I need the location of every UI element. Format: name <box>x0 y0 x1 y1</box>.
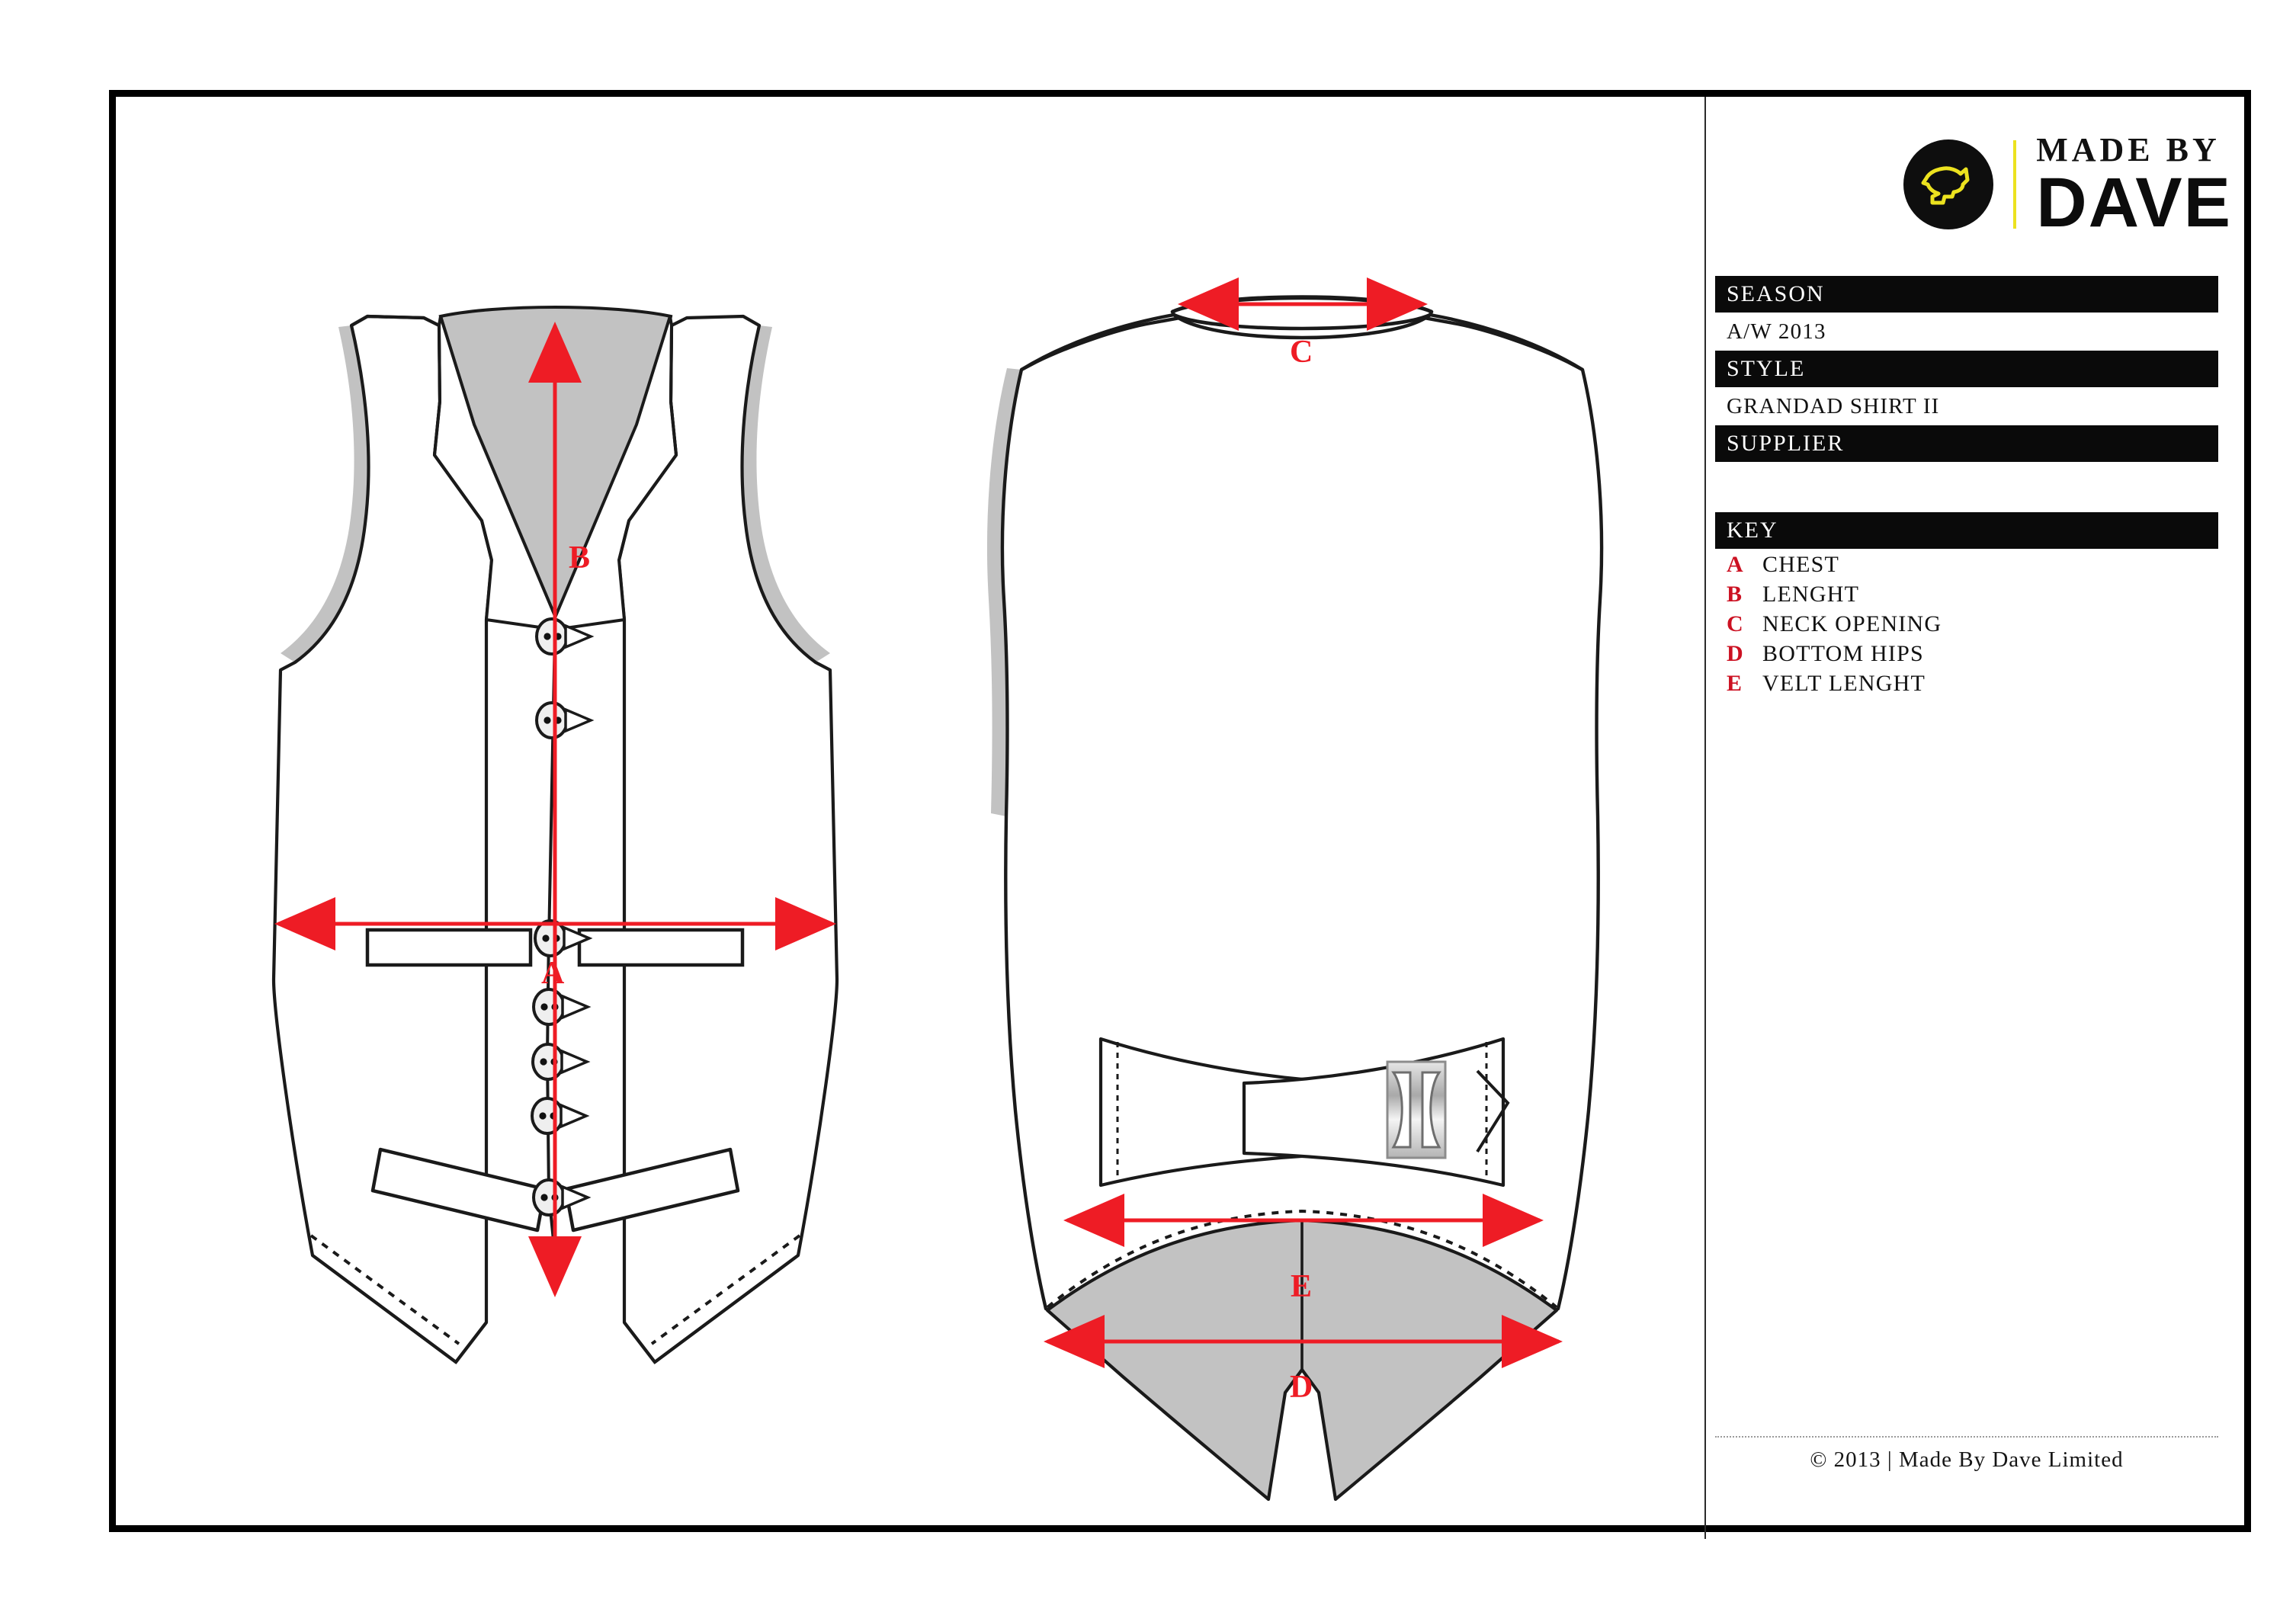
key-row-a: A CHEST <box>1715 552 2218 582</box>
key-label-a: CHEST <box>1762 552 1840 577</box>
measure-label-a: A <box>541 956 565 991</box>
copyright-footer: © 2013 | Made By Dave Limited <box>1810 1447 2124 1472</box>
dog-head-logo-icon <box>1903 139 1994 229</box>
key-letter-e: E <box>1727 671 1743 696</box>
key-letter-b: B <box>1727 582 1743 607</box>
brand-line-1: MADE BY <box>2036 130 2221 168</box>
front-right-collar-seam <box>669 325 678 456</box>
front-left-hem-stitch <box>309 1234 460 1345</box>
back-right-shoulder-seam <box>1429 313 1584 371</box>
key-label-b: LENGHT <box>1762 582 1860 607</box>
key-header: KEY <box>1715 512 2218 549</box>
season-value: A/W 2013 <box>1715 316 2218 348</box>
button-4 <box>532 988 592 1026</box>
front-right-lapel-notch <box>617 454 678 561</box>
season-header: SEASON <box>1715 276 2218 313</box>
garment-technical-flat-svg: B A <box>116 234 1604 1502</box>
front-right-armhole-shade <box>742 325 830 662</box>
front-view-group: B A <box>116 234 839 1364</box>
footer-divider <box>1715 1436 2218 1438</box>
supplier-header: SUPPLIER <box>1715 425 2218 462</box>
brand-line-2: DAVE <box>2036 163 2232 242</box>
style-header: STYLE <box>1715 351 2218 387</box>
front-body-silhouette <box>271 314 494 1364</box>
back-belt-buckle <box>1386 1060 1447 1159</box>
key-letter-c: C <box>1727 611 1744 636</box>
key-row-c: C NECK OPENING <box>1715 611 2218 641</box>
back-left-armhole-shade <box>986 368 1021 816</box>
key-row-d: D BOTTOM HIPS <box>1715 641 2218 671</box>
front-left-collar-seam <box>433 325 442 456</box>
front-right-hem <box>623 1254 800 1364</box>
brand-wordmark: MADE BY DAVE <box>2036 130 2232 242</box>
measure-label-e: E <box>1291 1269 1312 1304</box>
front-left-hem <box>311 1254 488 1364</box>
back-body-silhouette <box>1000 309 1604 1367</box>
measure-label-c: C <box>1290 335 1313 370</box>
front-right-chest-welt-pocket <box>577 928 745 967</box>
button-2 <box>535 701 595 739</box>
front-shoulder-neck <box>350 314 440 327</box>
logo-accent-divider <box>2013 140 2017 229</box>
key-label-e: VELT LENGHT <box>1762 671 1926 696</box>
supplier-value[interactable] <box>1715 465 2218 497</box>
key-row-b: B LENGHT <box>1715 582 2218 611</box>
key-list: A CHEST B LENGHT C NECK OPENING D BOTTOM… <box>1715 552 2218 700</box>
front-right-hem-stitch <box>650 1234 801 1345</box>
front-body-silhouette-right <box>617 314 839 1364</box>
back-belt-tongue <box>1476 1069 1510 1153</box>
key-letter-a: A <box>1727 552 1744 577</box>
style-value: GRANDAD SHIRT II <box>1715 390 2218 422</box>
front-left-lapel-notch <box>433 454 493 561</box>
button-5 <box>531 1043 591 1081</box>
dog-head-glyph <box>1921 166 1970 205</box>
key-letter-d: D <box>1727 641 1744 666</box>
panel-divider <box>1704 97 1706 1539</box>
key-row-e: E VELT LENGHT <box>1715 671 2218 700</box>
back-view-group: C E D <box>986 277 1604 1502</box>
info-panel: MADE BY DAVE SEASON A/W 2013 STYLE GRAND… <box>1715 97 2244 1525</box>
measure-label-b: B <box>569 540 590 575</box>
front-left-chest-welt-pocket <box>365 928 533 967</box>
key-label-c: NECK OPENING <box>1762 611 1942 636</box>
back-left-shoulder-seam <box>1020 313 1175 371</box>
button-6 <box>531 1097 590 1135</box>
front-body-outline <box>116 234 274 973</box>
front-button-group <box>531 617 595 1217</box>
brand-logo: MADE BY DAVE <box>1715 97 2244 272</box>
sheet-frame: B A <box>109 90 2251 1539</box>
technical-drawing-area: B A <box>116 97 1704 1525</box>
key-label-d: BOTTOM HIPS <box>1762 641 1924 666</box>
front-left-armhole-shade <box>281 325 369 662</box>
measure-label-d: D <box>1290 1370 1313 1405</box>
